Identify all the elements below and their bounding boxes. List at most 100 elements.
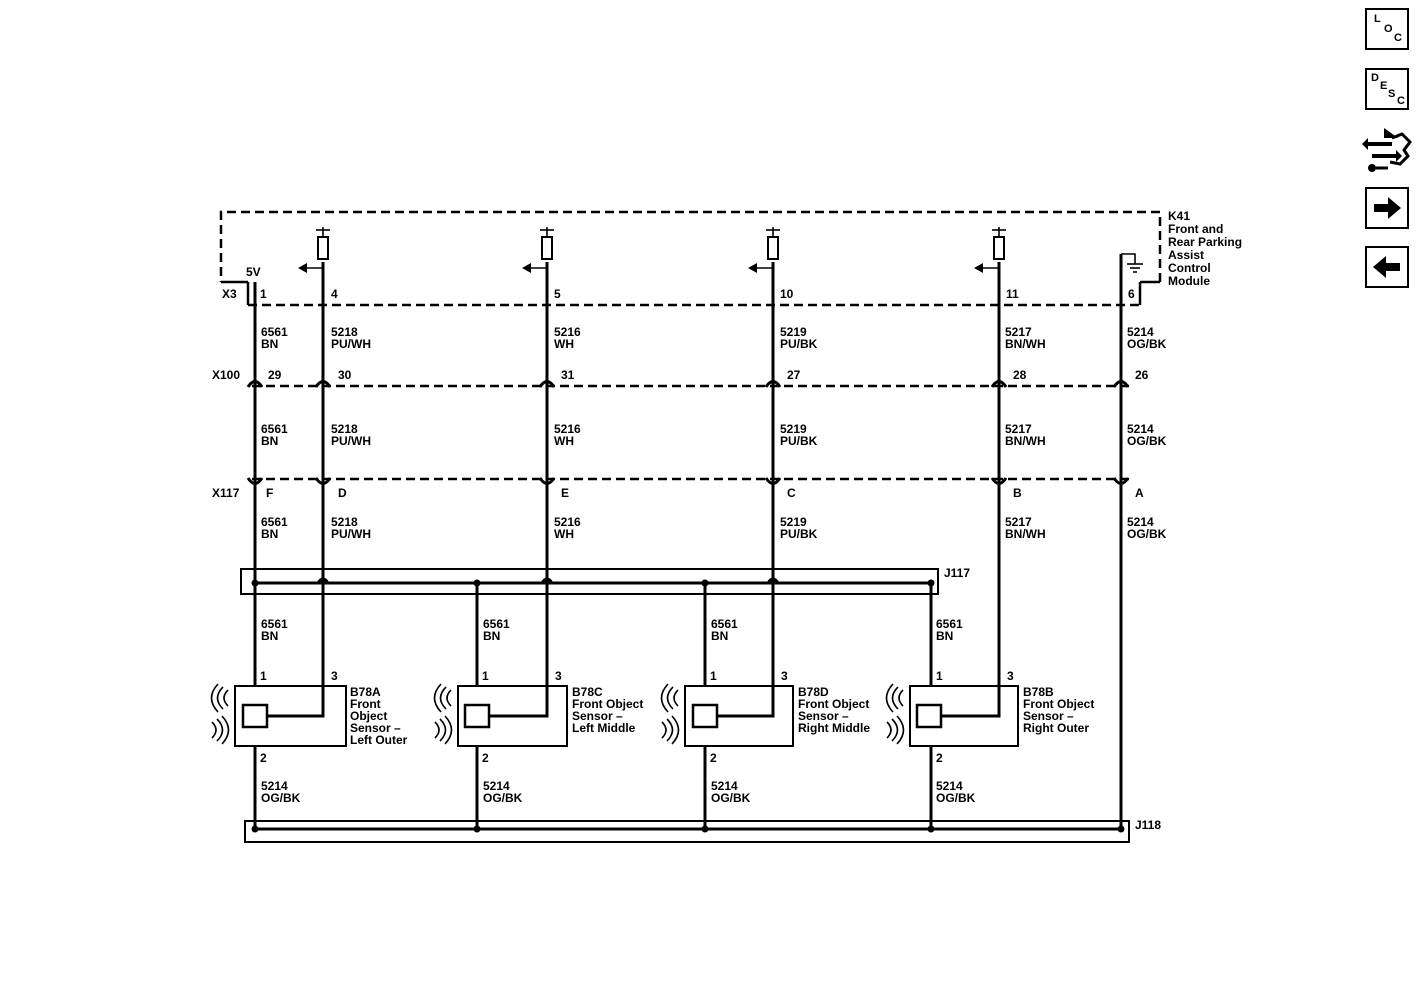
splice-j117 [240,568,939,595]
svg-text:3: 3 [1007,669,1014,683]
sensor-wave-icon [660,683,680,745]
svg-text:Object: Object [350,709,387,723]
svg-text:Front Object: Front Object [798,697,869,711]
svg-text:Right Middle: Right Middle [798,721,870,735]
x3-pin-11: 11 [1006,287,1019,301]
description-button[interactable]: D E S C [1365,68,1409,110]
splice-dots [251,579,1125,833]
svg-text:B78D: B78D [798,685,829,699]
voltage-label: 5V [246,265,261,279]
previous-page-button[interactable] [1365,246,1409,288]
sensor-b78c [433,683,568,747]
module-name-5: Module [1168,274,1210,288]
svg-text:5217: 5217 [1005,422,1032,436]
svg-text:PU/WH: PU/WH [331,434,371,448]
svg-text:BN/WH: BN/WH [1005,527,1046,541]
left-arrow-icon [1373,256,1400,278]
svg-text:27: 27 [787,368,801,382]
svg-text:PU/WH: PU/WH [331,337,371,351]
svg-text:F: F [266,486,273,500]
svg-text:BN: BN [483,629,500,643]
splice-j118-label: J118 [1135,818,1161,832]
signal-flow-icon[interactable] [1362,124,1412,172]
svg-text:OG/BK: OG/BK [936,791,976,805]
svg-text:Front Object: Front Object [1023,697,1094,711]
svg-text:5214: 5214 [1127,422,1154,436]
sensor-wave-icon [433,683,453,745]
next-page-button[interactable] [1365,187,1409,229]
svg-text:WH: WH [554,527,574,541]
svg-text:6561: 6561 [261,515,288,529]
x3-pin-4: 4 [331,287,338,301]
splice-j118 [244,820,1130,843]
svg-text:5216: 5216 [554,515,581,529]
splice-j117-label: J117 [944,566,970,580]
svg-text:PU/BK: PU/BK [780,434,818,448]
svg-text:Sensor –: Sensor – [350,721,401,735]
svg-text:6561: 6561 [483,617,510,631]
svg-text:2: 2 [936,751,943,765]
svg-text:5219: 5219 [780,325,807,339]
svg-text:BN: BN [261,527,278,541]
svg-text:2: 2 [260,751,267,765]
sensor-wave-icon [885,683,905,745]
svg-text:5214: 5214 [936,779,963,793]
module-id: K41 [1168,209,1190,223]
svg-text:29: 29 [268,368,282,382]
svg-text:5214: 5214 [1127,515,1154,529]
sensor-b78b [885,683,1019,747]
svg-text:1: 1 [260,669,267,683]
svg-text:B78A: B78A [350,685,381,699]
svg-text:1: 1 [936,669,943,683]
svg-text:PU/WH: PU/WH [331,527,371,541]
svg-text:28: 28 [1013,368,1027,382]
svg-text:5214: 5214 [261,779,288,793]
svg-text:5219: 5219 [780,422,807,436]
svg-text:BN: BN [711,629,728,643]
svg-text:5219: 5219 [780,515,807,529]
sensor-b78b-label: B78B Front Object Sensor – Right Outer [1023,685,1094,735]
svg-text:5218: 5218 [331,422,358,436]
svg-text:PU/BK: PU/BK [780,337,818,351]
svg-text:OG/BK: OG/BK [261,791,301,805]
svg-text:BN: BN [261,337,278,351]
svg-text:OG/BK: OG/BK [1127,434,1167,448]
svg-text:26: 26 [1135,368,1149,382]
svg-text:5217: 5217 [1005,325,1032,339]
module-name-1: Front and [1168,222,1223,236]
svg-text:PU/BK: PU/BK [780,527,818,541]
svg-text:31: 31 [561,368,575,382]
svg-text:Front Object: Front Object [572,697,643,711]
circuit-wires [253,254,1123,829]
svg-text:6561: 6561 [711,617,738,631]
svg-text:OG/BK: OG/BK [483,791,523,805]
location-button[interactable]: L O C [1365,8,1409,50]
svg-text:6561: 6561 [261,617,288,631]
x3-pin-6: 6 [1128,287,1135,301]
sensor-b78c-label: B78C Front Object Sensor – Left Middle [572,685,643,735]
svg-text:3: 3 [555,669,562,683]
x3-pin-5: 5 [554,287,561,301]
svg-text:30: 30 [338,368,352,382]
svg-text:B: B [1013,486,1022,500]
svg-text:BN: BN [261,434,278,448]
svg-text:E: E [561,486,569,500]
x100-pin-labels: 29 30 31 27 28 26 [268,368,1149,382]
svg-text:BN: BN [261,629,278,643]
svg-text:BN/WH: BN/WH [1005,337,1046,351]
svg-text:5217: 5217 [1005,515,1032,529]
svg-text:2: 2 [482,751,489,765]
svg-text:Sensor –: Sensor – [798,709,849,723]
module-name-2: Rear Parking [1168,235,1242,249]
svg-text:Sensor –: Sensor – [572,709,623,723]
svg-text:Sensor –: Sensor – [1023,709,1074,723]
svg-text:WH: WH [554,337,574,351]
svg-text:2: 2 [710,751,717,765]
svg-text:Left Middle: Left Middle [572,721,636,735]
svg-text:B78C: B78C [572,685,603,699]
